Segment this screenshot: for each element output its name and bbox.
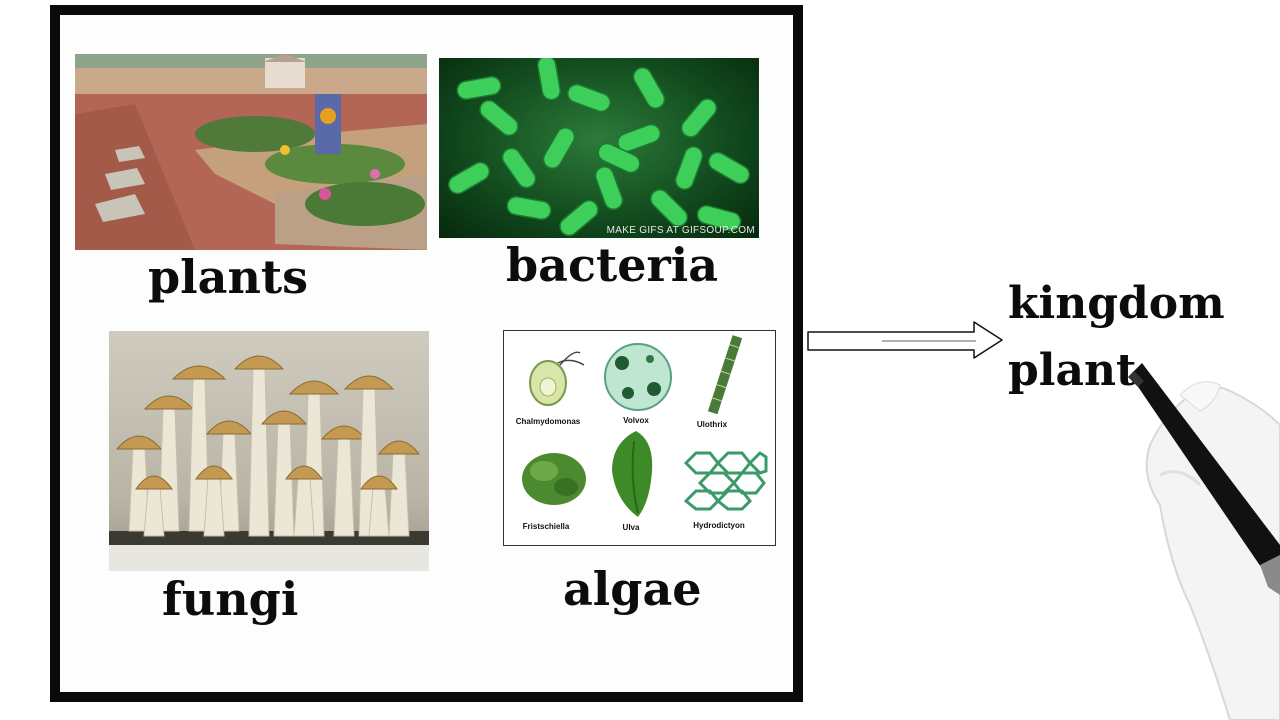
- mushroom-cap: [260, 410, 308, 425]
- algae-item-label: Volvox: [623, 416, 649, 425]
- mushroom-cap: [360, 475, 398, 490]
- mushroom-stem: [368, 486, 390, 537]
- mushroom-stem: [293, 476, 315, 537]
- bacterium-shape: [501, 147, 537, 189]
- mushroom-cap: [135, 475, 173, 490]
- mushroom-cap: [285, 465, 323, 480]
- bacterium-shape: [707, 151, 751, 185]
- mushroom-cap: [195, 465, 233, 480]
- mushroom-stem: [248, 366, 270, 537]
- bacterium-shape: [536, 58, 562, 101]
- mushroom-cap: [343, 375, 395, 390]
- mushroom-stem: [388, 451, 410, 537]
- bacterium-shape: [674, 146, 704, 190]
- bacterium-shape: [542, 126, 576, 170]
- algae-panel: Chalmydomonas Volvox Ulothrix Fristschie…: [503, 330, 776, 546]
- mushroom-cap: [320, 425, 368, 440]
- mushroom-cap: [288, 380, 340, 395]
- algae-item-label: Ulothrix: [696, 420, 728, 429]
- bacterium-shape: [597, 142, 641, 174]
- fungi-label: fungi: [162, 572, 299, 626]
- algae-item-label: Chalmydomonas: [515, 417, 581, 426]
- bacterium-shape: [680, 98, 718, 138]
- algae-item-label: Hydrodictyon: [693, 521, 745, 530]
- bacterium-shape: [506, 195, 552, 221]
- bacterium-shape: [447, 161, 491, 195]
- mushroom-cap: [143, 395, 195, 410]
- bacterium-shape: [650, 189, 688, 227]
- bacterium-shape: [479, 99, 519, 137]
- side-text-plant: plant: [1008, 345, 1137, 396]
- bacteria-label: bacteria: [506, 238, 719, 292]
- bacterium-shape: [594, 166, 624, 210]
- algae-item-label: Fristschiella: [522, 522, 570, 531]
- mushroom-cap: [171, 365, 227, 380]
- fungi-photo: [109, 331, 429, 571]
- bacterium-shape: [559, 199, 599, 237]
- bacterium-shape: [456, 75, 502, 101]
- bacterium-shape: [696, 204, 742, 232]
- plants-photo: [75, 54, 427, 250]
- mushroom-cap: [115, 435, 163, 450]
- bacterium-shape: [617, 123, 661, 153]
- side-text-kingdom: kingdom: [1008, 278, 1225, 329]
- mushroom-cap: [233, 355, 285, 370]
- mushroom-stem: [333, 436, 355, 537]
- bacterium-shape: [567, 83, 611, 113]
- mushroom-stem: [203, 476, 225, 537]
- mushroom-cap: [205, 420, 253, 435]
- algae-item-label: Ulva: [622, 523, 640, 532]
- gif-watermark: MAKE GIFS AT GIFSOUP.COM: [606, 225, 755, 236]
- algae-label: algae: [563, 562, 702, 616]
- mushroom-cap: [377, 440, 421, 455]
- bacterium-shape: [632, 66, 666, 110]
- plants-label: plants: [148, 250, 309, 304]
- mushroom-stem: [143, 486, 165, 537]
- right-arrow-icon: [807, 321, 1003, 359]
- hand-with-marker: [1128, 363, 1280, 720]
- bacteria-photo: MAKE GIFS AT GIFSOUP.COM: [439, 58, 759, 238]
